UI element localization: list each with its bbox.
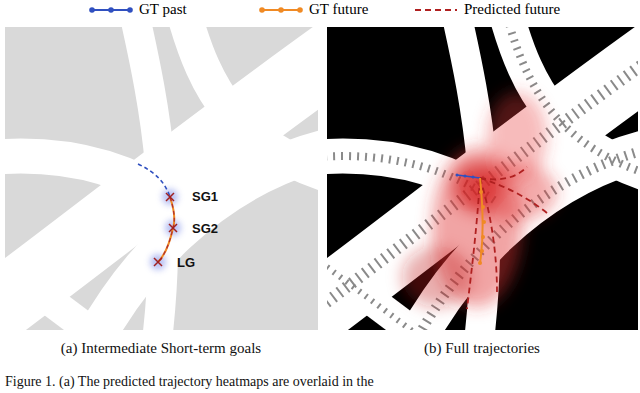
map-panel-a (5, 27, 318, 330)
legend-text: GT future (309, 1, 368, 18)
legend-text: Predicted future (464, 1, 560, 18)
legend-text: GT past (139, 1, 187, 18)
legend-entry: Predicted future (413, 1, 560, 18)
legend-sample (258, 4, 304, 16)
legend-sample (413, 4, 459, 16)
legend-entry: GT future (258, 1, 368, 18)
subfigure-caption: (a) Intermediate Short-term goals (61, 340, 261, 357)
subfigure-caption: (b) Full trajectories (424, 340, 540, 357)
map-panel-b (327, 27, 638, 330)
goal-label: SG1 (192, 189, 218, 204)
figure-caption: Figure 1. (a) The predicted trajectory h… (5, 374, 374, 390)
legend-sample (88, 4, 134, 16)
legend-entry: GT past (88, 1, 187, 18)
goal-label: LG (177, 255, 195, 270)
goal-label: SG2 (192, 221, 218, 236)
